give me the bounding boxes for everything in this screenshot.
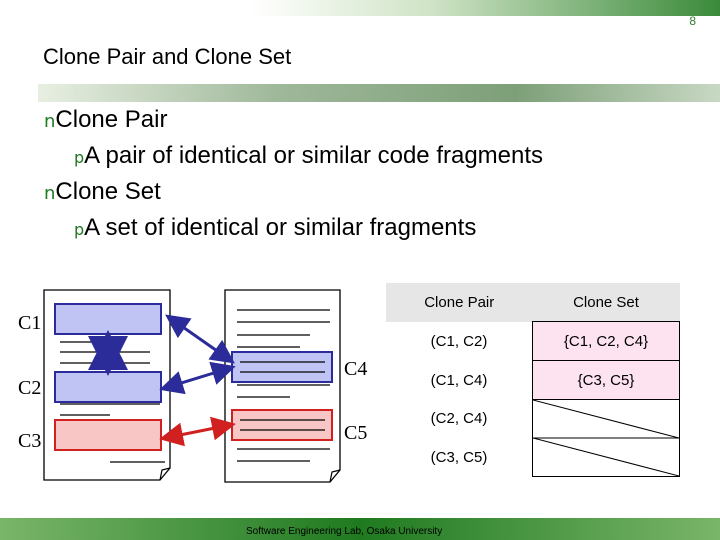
- source-file-right-icon: [224, 289, 341, 483]
- subbullet-box-icon: p: [74, 220, 85, 239]
- subbullet-text: A set of identical or similar fragments: [84, 214, 477, 241]
- label-c4: C4: [344, 358, 368, 380]
- bullet-text: Clone Set: [55, 178, 161, 205]
- set-cell: {C1, C2, C4}: [532, 321, 680, 361]
- c2-c4-arrow: [159, 361, 236, 395]
- c1-c4-arrow: [165, 314, 235, 364]
- bullet-text: Clone Pair: [55, 106, 168, 133]
- code-lines-right: [237, 309, 330, 462]
- bottom-gradient-bar: [0, 518, 720, 540]
- clone-table: Clone Pair Clone Set (C1, C2) {C1, C2, C…: [386, 283, 680, 477]
- label-c3: C3: [18, 430, 42, 452]
- bullet-clone-pair: nClone Pair: [44, 106, 167, 134]
- empty-set-cell: [532, 399, 680, 477]
- strike-lines: [533, 400, 679, 476]
- c3-c5-arrow: [159, 416, 236, 447]
- c5-fragment: [231, 409, 333, 441]
- table-row: (C1, C4) {C3, C5}: [386, 360, 680, 400]
- bullet-clone-set: nClone Set: [44, 178, 161, 206]
- top-gradient-bar: [0, 0, 720, 16]
- pair-cell: (C3, C5): [430, 448, 488, 466]
- bullet-square-icon: n: [44, 111, 56, 132]
- bullet-square-icon: n: [44, 183, 56, 204]
- set-cell: {C3, C5}: [532, 360, 680, 400]
- subbullet-clone-set-def: pA set of identical or similar fragments: [74, 214, 476, 242]
- table-row: (C1, C2) {C1, C2, C4}: [386, 321, 680, 361]
- label-c5: C5: [344, 422, 368, 444]
- label-c1: C1: [18, 312, 42, 334]
- header-clone-pair: Clone Pair: [386, 283, 533, 322]
- footer-text: Software Engineering Lab, Osaka Universi…: [246, 526, 443, 537]
- c1-fragment: [54, 303, 162, 335]
- table-header-row: Clone Pair Clone Set: [386, 283, 680, 322]
- label-c2: C2: [18, 377, 42, 399]
- subbullet-box-icon: p: [74, 148, 85, 167]
- subbullet-text: A pair of identical or similar code frag…: [84, 142, 544, 169]
- pair-cell: (C1, C2): [430, 332, 488, 350]
- pair-cell: (C1, C4): [430, 371, 488, 389]
- header-clone-set: Clone Set: [532, 283, 680, 322]
- pair-cell: (C2, C4): [430, 410, 488, 428]
- c2-fragment: [54, 371, 162, 403]
- subbullet-clone-pair-def: pA pair of identical or similar code fra…: [74, 142, 543, 170]
- title-underline-bar: [38, 84, 720, 102]
- c4-fragment: [231, 351, 333, 383]
- page-number: 8: [689, 14, 696, 28]
- table-row: (C3, C5): [386, 438, 680, 477]
- c3-fragment: [54, 419, 162, 451]
- slide-title: Clone Pair and Clone Set: [43, 44, 292, 69]
- table-row: (C2, C4): [386, 399, 680, 477]
